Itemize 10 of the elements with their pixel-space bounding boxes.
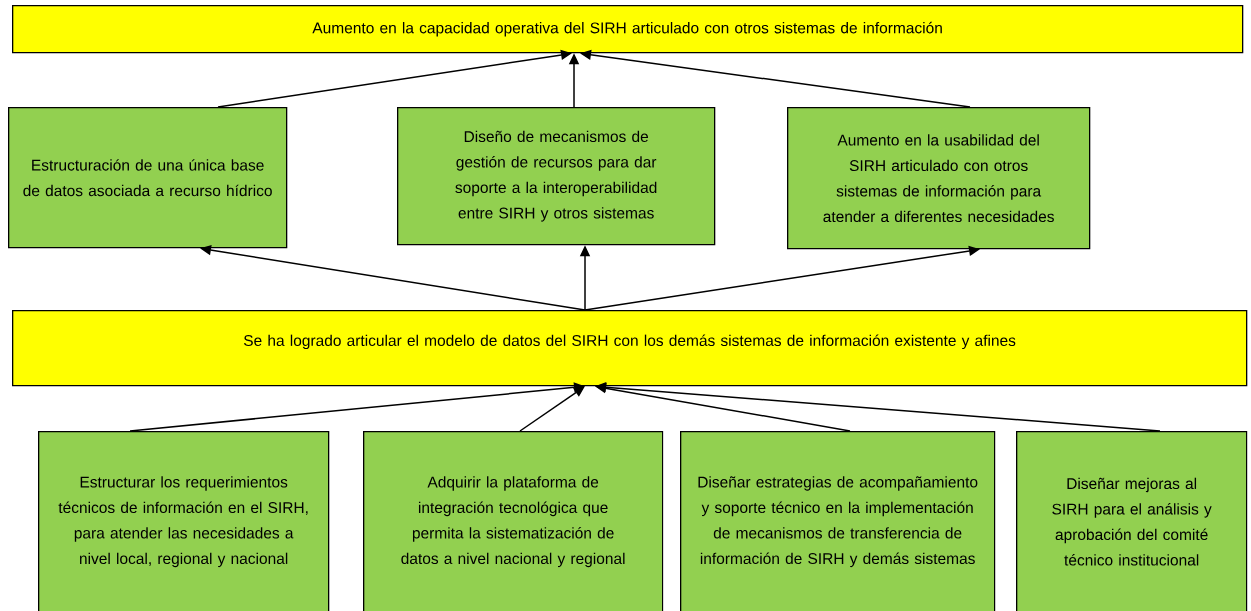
activity-box: Aumento en la usabilidad del SIRH articulado con otros sistemas de información para atender a diferentes necesidades <box>787 107 1091 250</box>
activity-box: Estructurar los requerimientos técnicos de información en el SIRH, para atender las necesidades a nivel local, regional y nacional <box>38 431 330 611</box>
activity-box: Estructuración de una única base de datos asociada a recurso hídrico <box>8 107 288 249</box>
activity-box: Adquirir la plataforma de integración tecnológica que permita la sistematización de datos a nivel nacional y regional <box>363 431 664 611</box>
goal-box: Aumento en la capacidad operativa del SIRH articulado con otros sistemas de información <box>12 5 1244 54</box>
activity-box: Diseño de mecanismos de gestión de recursos para dar soporte a la interoperabilidad entre SIRH y otros sistemas <box>397 107 716 246</box>
activity-box: Diseñar estrategias de acompañamiento y soporte técnico en la implementación de mecanismos de transferencia de información de SIRH y demás sistemas <box>680 431 996 611</box>
arrow <box>519 386 585 432</box>
activity-box: Diseñar mejoras al SIRH para el análisis y aprobación del comité técnico institucional <box>1016 431 1248 611</box>
goal-box: Se ha logrado articular el modelo de datos del SIRH con los demás sistemas de información existente y afines <box>12 310 1248 387</box>
